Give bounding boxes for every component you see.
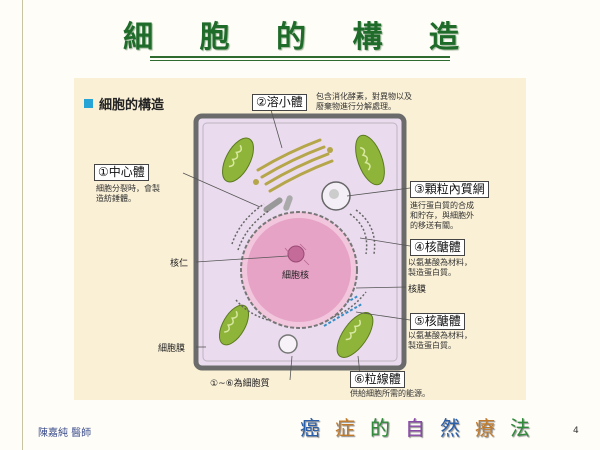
vesicle [327,147,333,153]
nucleolus-shape [287,245,305,263]
label-ribosome-b: ⑤核醣體 [410,313,465,330]
label-nucleus: 細胞核 [282,271,310,281]
chromatin [284,243,310,266]
label-nucleolus: 核仁 [170,259,189,269]
label-mitochondria: ⑥粒線體 [350,371,405,388]
label-granular-er: ③顆粒內質網 [410,181,489,198]
granular-er-desc-1: 進行蛋白質的合成 [410,201,474,210]
ribosome-b-desc-2: 製造蛋白質。 [408,341,456,350]
ribosome-b-desc-1: 以氨基酸為材料， [408,331,472,340]
mitochondrion-bottom-left [218,304,250,346]
tagline-char: 然 [440,416,475,440]
label-cytoplasm-note: ①~⑥為細胞質 [210,379,270,389]
centrosome-desc-2: 造紡錘體。 [96,194,136,203]
ribosome-a-desc-2: 製造蛋白質。 [408,268,456,277]
page-number: 4 [573,426,579,436]
title-underline-thin [150,60,450,61]
cell-membrane-inner [202,122,398,362]
footer-author: 陳嘉純 醫師 [38,428,92,439]
vesicle [253,179,259,185]
diagram-heading: 細胞的構造 [84,94,164,113]
mitochondrion-top-right [355,134,385,186]
label-nuclear-membrane: 核膜 [408,285,427,295]
tagline-char: 法 [510,416,545,440]
footer-tagline: 癌症的自然療法 [300,412,545,441]
centrosome-shape [263,195,293,213]
lysosome-desc-2: 廢棄物進行分解處理。 [316,102,396,111]
vacuole [278,334,298,354]
tagline-char: 的 [370,416,405,440]
label-cell-membrane: 細胞膜 [158,344,186,354]
tagline-char: 症 [335,416,370,440]
slide-title: 細 胞 的 構 造 [123,20,477,55]
tagline-char: 自 [405,416,440,440]
golgi-apparatus [256,138,334,193]
granular-er-desc-2: 和貯存，與細胞外 [410,211,474,220]
tagline-char: 癌 [300,416,335,440]
heading-bullet [84,99,93,108]
label-ribosome-a: ④核醣體 [410,239,465,256]
mitochondria-desc: 供給細胞所需的能源。 [350,389,430,398]
title-underline [150,56,450,58]
left-border-rule [22,0,23,450]
lysosome-shape [321,181,351,211]
granular-er-desc-3: 的移送有關。 [410,221,458,230]
ribosome-a-desc-1: 以氨基酸為材料， [408,258,472,267]
label-centrosome: ①中心體 [94,164,149,181]
centrosome-desc-1: 細胞分裂時，會製 [96,184,160,193]
tagline-char: 療 [475,416,510,440]
nucleus-body [247,218,351,322]
diagram-heading-text: 細胞的構造 [99,98,165,113]
mitochondrion-top-left [222,137,254,183]
lysosome-desc-1: 包含消化酵素，對異物以及 [316,92,412,101]
rough-er [231,203,376,321]
label-lysosome: ②溶小體 [252,94,307,111]
mitochondrion-bottom-right [336,312,374,358]
